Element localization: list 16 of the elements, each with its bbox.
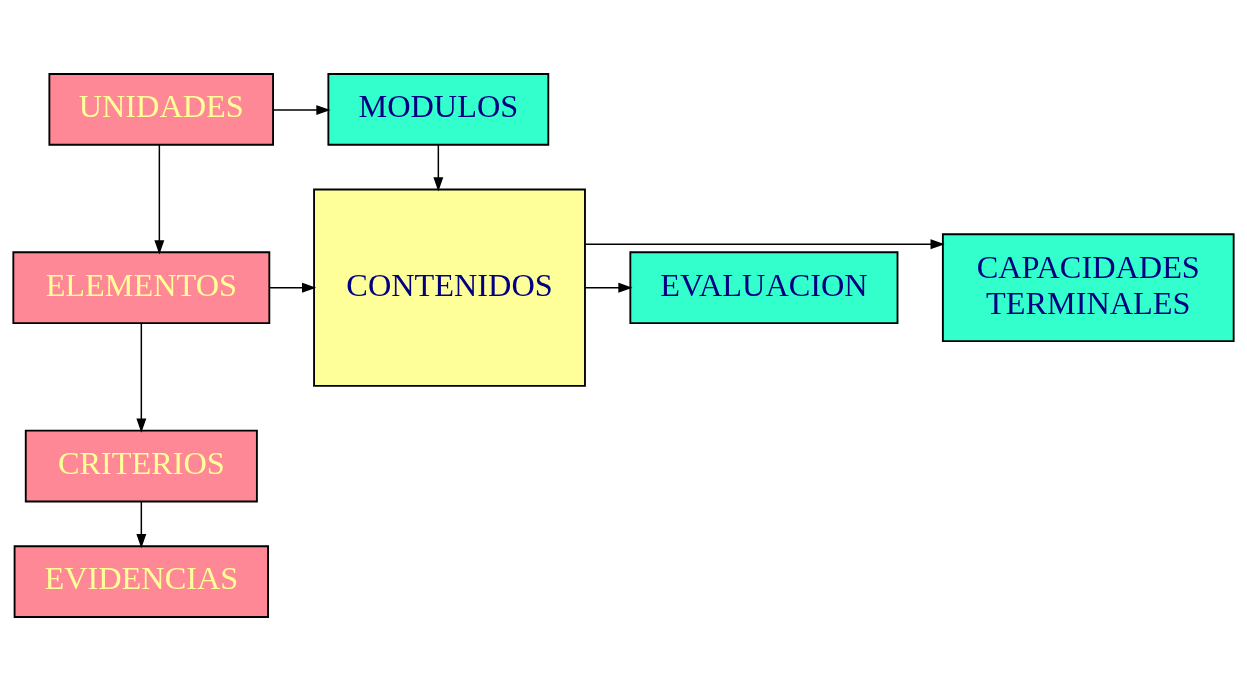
node-box: UNIDADES [48, 73, 274, 146]
node-box: MODULOS [327, 73, 550, 146]
arrow [584, 282, 633, 293]
node-box: CAPACIDADES TERMINALES [941, 233, 1235, 343]
arrow [584, 239, 945, 250]
arrow [136, 500, 147, 549]
arrow [268, 282, 317, 293]
arrow [433, 144, 444, 192]
arrow [136, 322, 147, 433]
node-box: CRITERIOS [24, 429, 258, 503]
arrow [272, 105, 331, 115]
node-box: EVIDENCIAS [13, 545, 269, 618]
node-box: ELEMENTOS [12, 251, 271, 325]
node-box: CONTENIDOS [313, 188, 586, 387]
arrow [154, 144, 165, 255]
node-box: EVALUACION [629, 251, 899, 325]
